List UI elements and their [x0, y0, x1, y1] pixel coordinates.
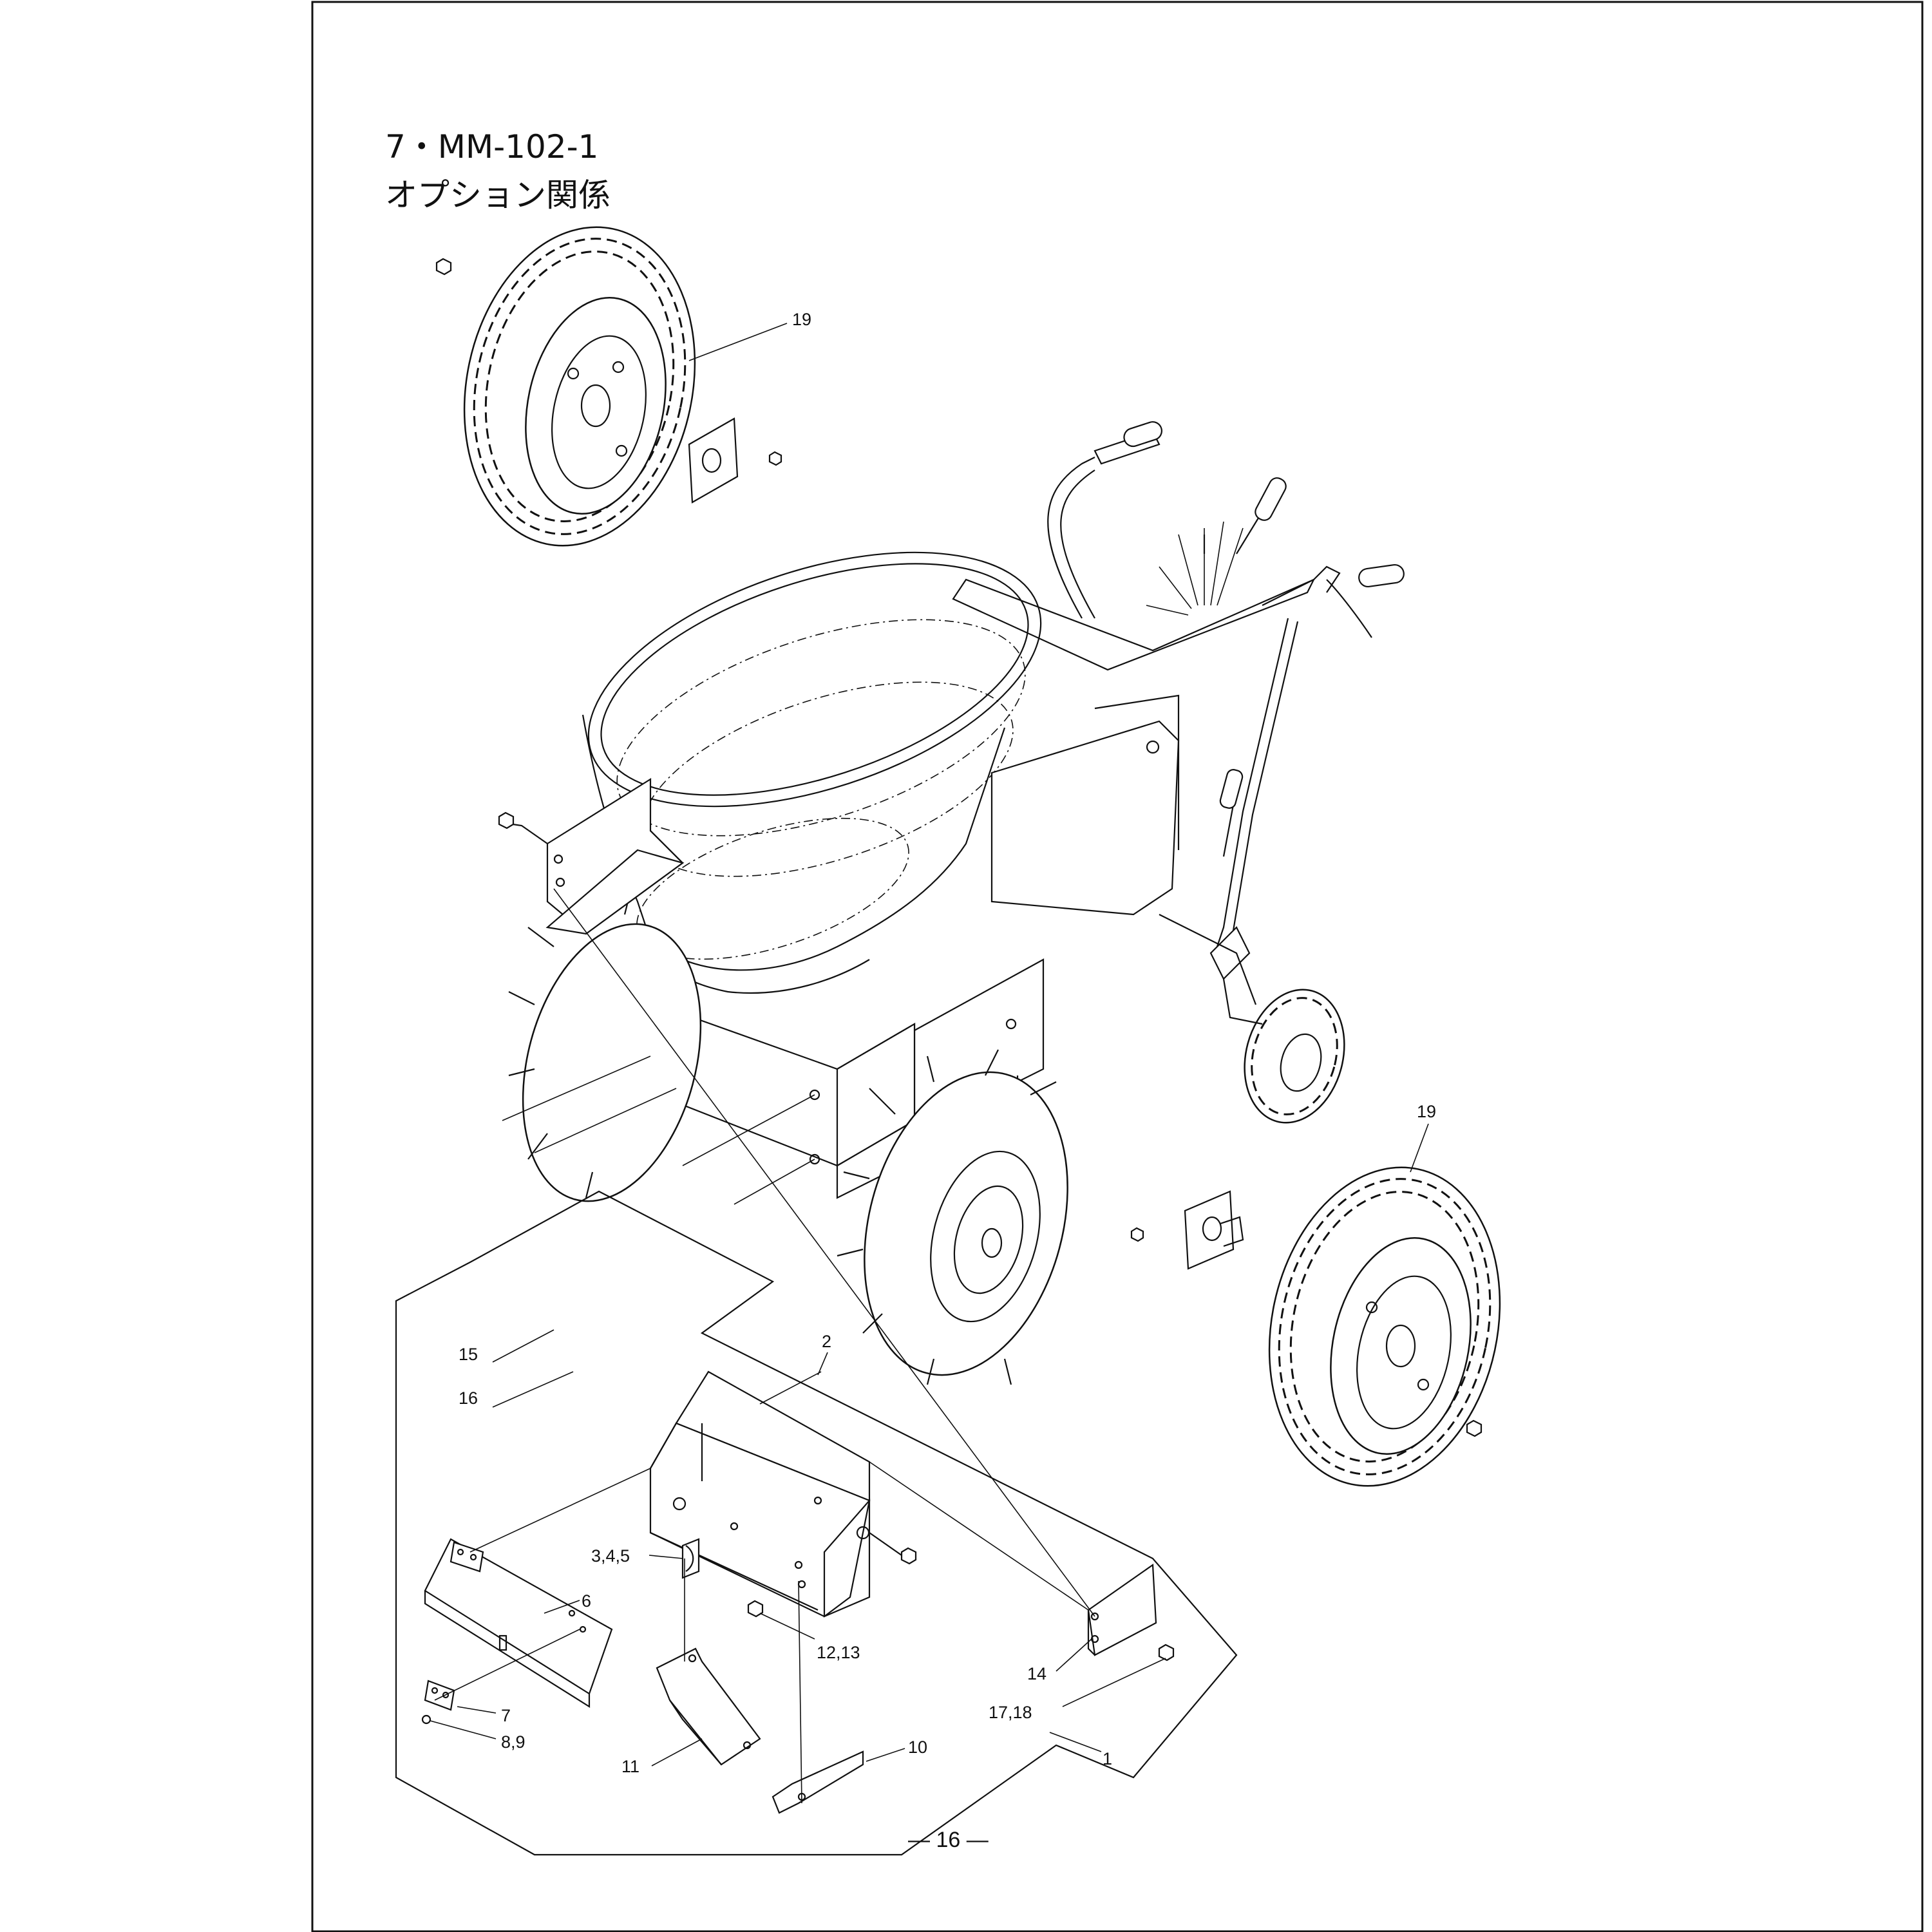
- option-kit-assembly: [395, 778, 1238, 1856]
- page-frame: [311, 1, 1924, 1932]
- callout-7: 7: [501, 1706, 511, 1725]
- callout-12-13: 12,13: [817, 1643, 860, 1662]
- callout-17-18: 17,18: [989, 1703, 1032, 1722]
- section-subtitle: オプション関係: [385, 176, 611, 214]
- callout-10: 10: [908, 1738, 927, 1757]
- tire-assembly-left: [435, 226, 782, 547]
- callout-16: 16: [459, 1388, 478, 1408]
- callout-3-4-5: 3,4,5: [591, 1546, 630, 1566]
- page-number: ― 16 ―: [908, 1828, 989, 1852]
- callout-1: 1: [1103, 1749, 1112, 1768]
- callout-19-right: 19: [1417, 1102, 1436, 1121]
- spreader-machine: [502, 421, 1405, 1385]
- callout-14: 14: [1027, 1664, 1046, 1683]
- tire-assembly-right: [1130, 1166, 1501, 1487]
- callout-2: 2: [822, 1332, 831, 1351]
- callout-19-top: 19: [792, 310, 811, 329]
- callout-8-9: 8,9: [501, 1732, 526, 1752]
- callout-6: 6: [582, 1591, 591, 1611]
- section-title: 7・MM-102-1: [385, 128, 598, 166]
- callout-labels: 19 19 15 16 2 3,4,5 6 7 8,9 11 12,13 10 …: [459, 310, 1436, 1776]
- callout-15: 15: [459, 1345, 478, 1364]
- callout-11: 11: [621, 1757, 639, 1776]
